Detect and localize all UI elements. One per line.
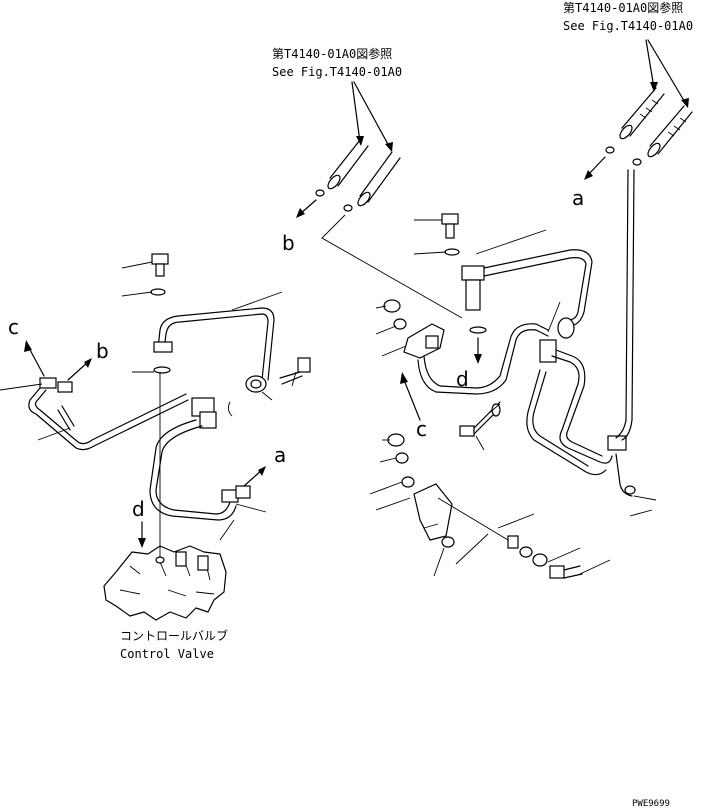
callout-a-left: a (243, 443, 286, 487)
callout-a-right-label: a (572, 186, 584, 210)
control-valve-caption: コントロールバルブ Control Valve (120, 628, 228, 661)
callout-b-middle-label: b (282, 231, 295, 255)
hose-fittings-top-right (605, 39, 693, 166)
right-pipe-assembly (383, 169, 636, 579)
callout-d-right: d (456, 367, 469, 391)
callout-d-right-label: d (456, 367, 469, 391)
callout-b-left-label: b (96, 339, 109, 363)
callout-b-middle: b (282, 199, 317, 255)
left-pipe-assembly (28, 253, 311, 560)
callout-c-left-label: c (8, 315, 19, 339)
hose-fittings-top-middle (315, 81, 401, 212)
callout-c-right: c (400, 372, 427, 441)
control-valve-en: Control Valve (120, 647, 214, 661)
reference-en-top-middle: See Fig.T4140-01A0 (272, 65, 402, 79)
reference-jp-top-right: 第T4140-01A0図参照 (563, 0, 683, 15)
control-valve-jp: コントロールバルブ (120, 628, 228, 643)
reference-note-top-right: 第T4140-01A0図参照 See Fig.T4140-01A0 (563, 0, 693, 33)
callout-c-left: c (8, 315, 45, 377)
callout-c-right-label: c (416, 417, 427, 441)
control-valve (103, 545, 227, 621)
callout-b-left: b (67, 339, 109, 381)
callout-d-left: d (132, 497, 146, 548)
leaders-right (369, 219, 657, 577)
reference-note-top-middle: 第T4140-01A0図参照 See Fig.T4140-01A0 (272, 46, 402, 79)
figure-code: PWE9699 (632, 799, 670, 809)
callout-a-right: a (572, 156, 606, 210)
leaders-left (0, 261, 297, 541)
callout-d-left-label: d (132, 497, 145, 521)
callout-a-left-label: a (274, 443, 286, 467)
reference-jp-top-middle: 第T4140-01A0図参照 (272, 46, 392, 61)
reference-en-top-right: See Fig.T4140-01A0 (563, 19, 693, 33)
